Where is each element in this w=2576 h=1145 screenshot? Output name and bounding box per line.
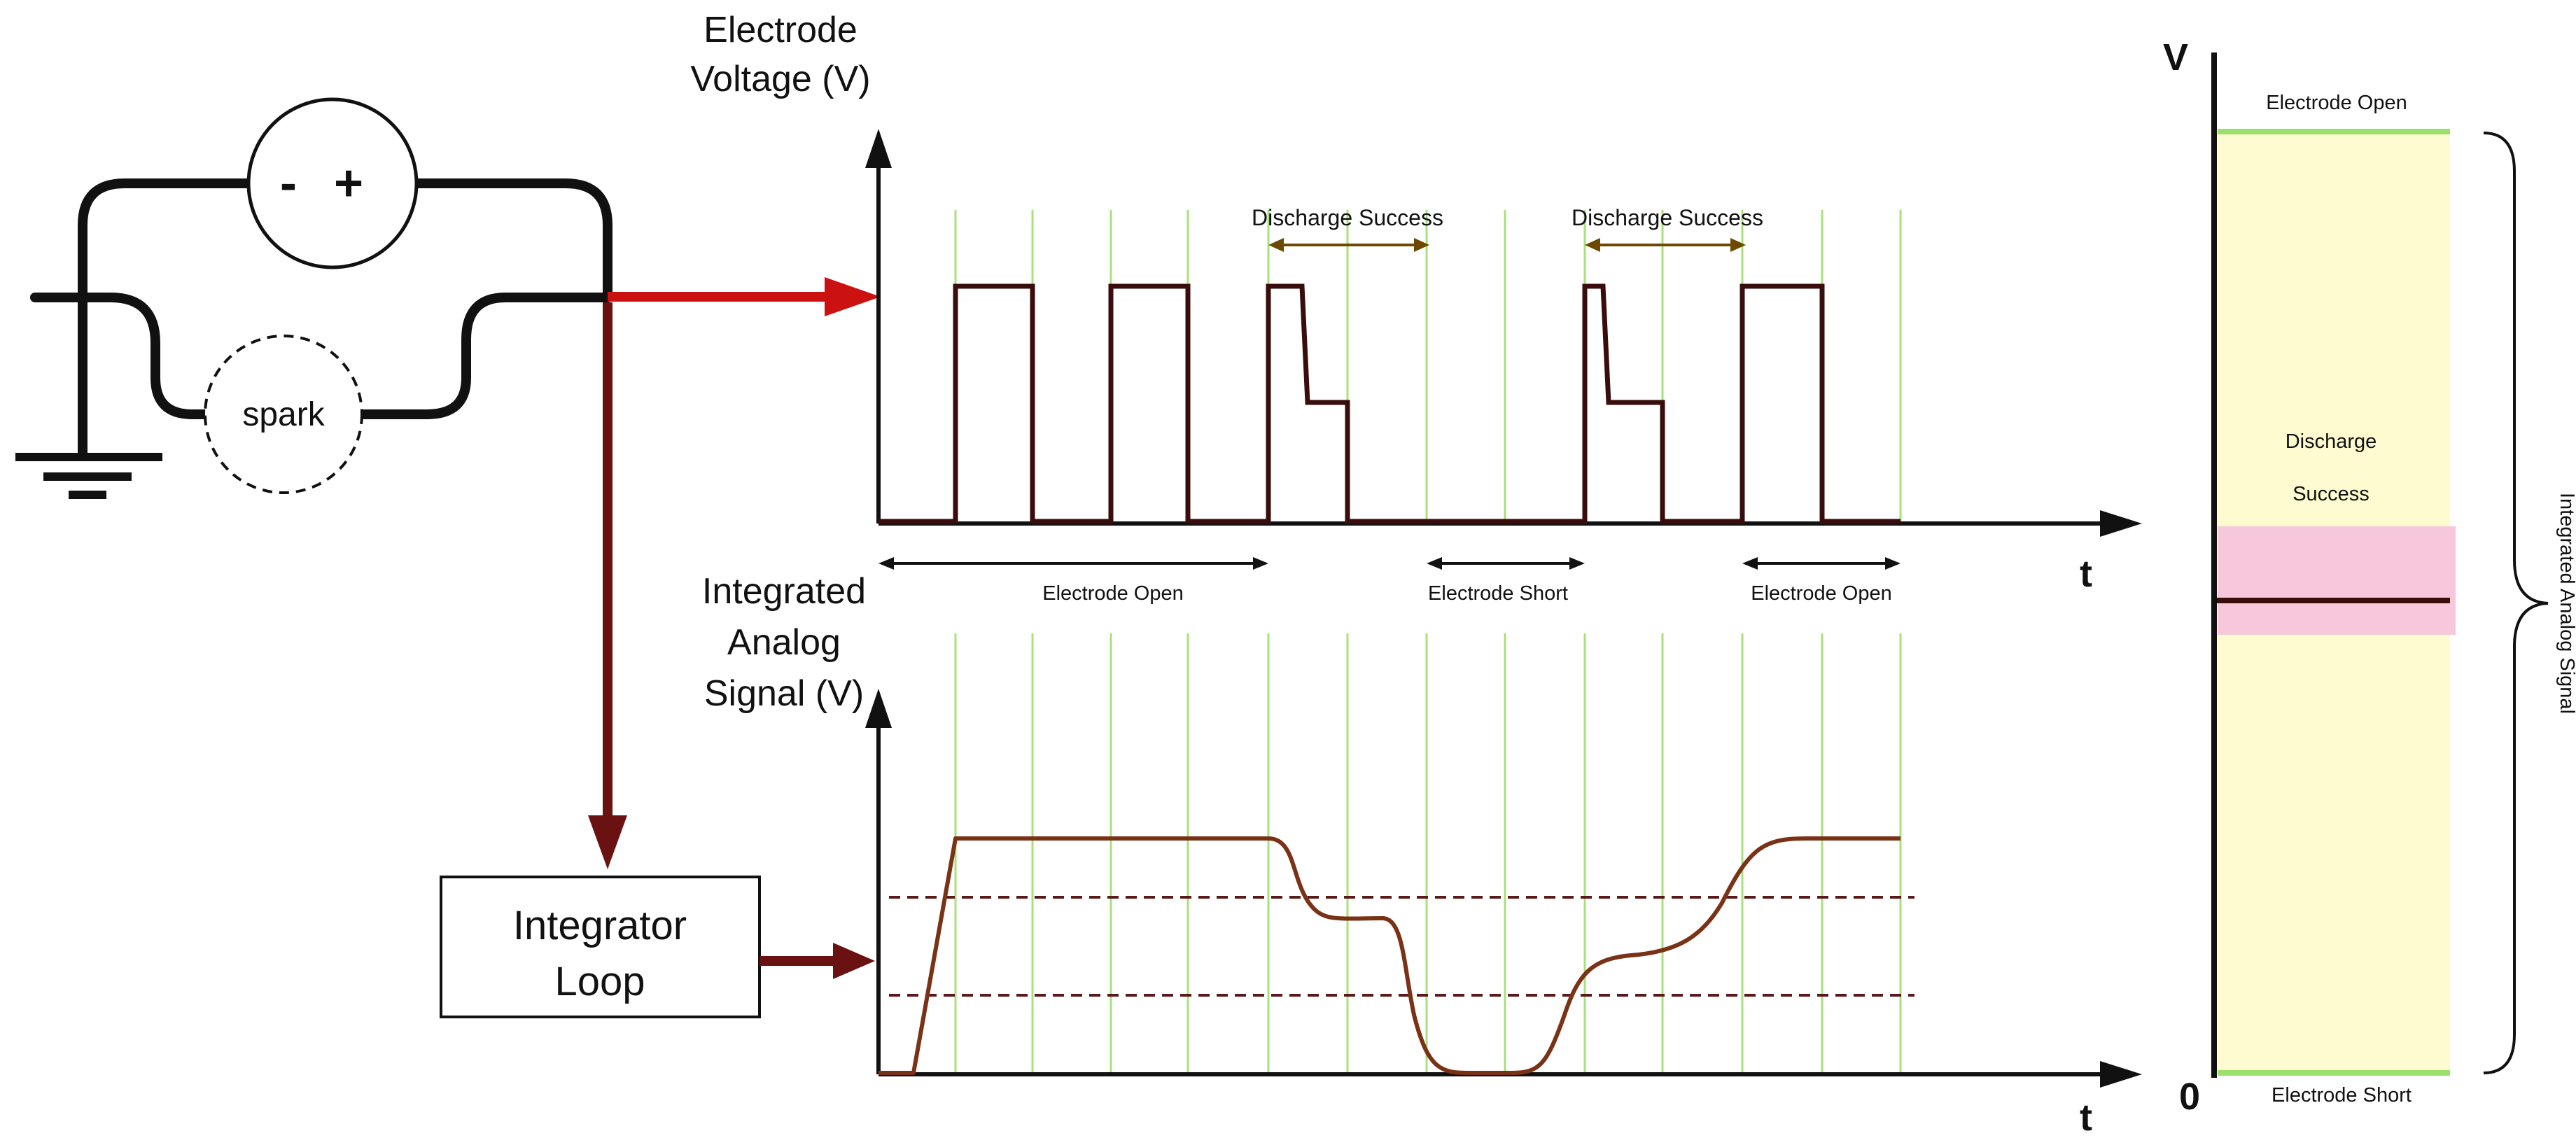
top-y-axis-arrow: [865, 129, 892, 168]
bottom-ylabel-line1: Integrated: [702, 571, 866, 612]
integrator-loop-box: [440, 876, 761, 1018]
discharge-success-span-2: [1585, 238, 1746, 252]
integrator-label-line1: Integrator: [513, 903, 687, 948]
discharge-success-span-1: [1268, 238, 1429, 252]
top-x-label: t: [2080, 553, 2092, 595]
electrode-short-span: [1427, 557, 1585, 570]
electrode-short-label: Electrode Short: [1428, 582, 1568, 605]
battery-plus: +: [334, 155, 363, 211]
ground-symbol: [15, 453, 162, 499]
bottom-y-axis-arrow: [865, 689, 892, 728]
bottom-gridlines: [954, 633, 1902, 1074]
electrode-voltage-waveform: [878, 283, 1900, 524]
integrator-feed-arrow-head: [588, 815, 627, 869]
electrode-open-span-2: [1742, 557, 1900, 570]
top-x-axis-arrow: [2100, 510, 2142, 537]
right-discharge-label-line2: Success: [2292, 483, 2370, 505]
integrator-label-line2: Loop: [554, 959, 645, 1004]
battery-symbol: [246, 97, 419, 269]
top-ylabel-line1: Electrode: [704, 10, 858, 50]
discharge-success-label-2: Discharge Success: [1572, 205, 1763, 230]
integrator-output-arrow-head: [833, 943, 875, 979]
spark-label: spark: [242, 396, 325, 433]
right-discharge-label-line1: Discharge: [2286, 430, 2377, 453]
bottom-x-axis-arrow: [2100, 1061, 2142, 1088]
bottom-ylabel-line3: Signal (V): [704, 673, 864, 714]
electrode-open-label-1: Electrode Open: [1042, 582, 1184, 605]
right-zero-label: 0: [2179, 1076, 2200, 1118]
bottom-ylabel-line2: Analog: [727, 622, 841, 663]
discharge-success-label-1: Discharge Success: [1252, 205, 1443, 230]
top-gridlines: [954, 210, 1902, 524]
right-v-label: V: [2163, 36, 2188, 78]
right-short-label: Electrode Short: [2272, 1084, 2412, 1107]
right-open-label: Electrode Open: [2266, 92, 2407, 114]
right-brace: [2483, 132, 2549, 1074]
spark-wire: [30, 293, 612, 419]
discharge-success-band: [2218, 526, 2456, 635]
integrated-analog-signal-curve: [878, 836, 1900, 1075]
spark-gap-symbol: [204, 335, 363, 494]
electrode-open-label-2: Electrode Open: [1751, 582, 1892, 605]
right-brace-label: Integrated Analog Signal: [2556, 493, 2576, 714]
electrode-open-span-1: [878, 557, 1268, 570]
top-ylabel-line2: Voltage (V): [690, 59, 870, 99]
circuit: [30, 178, 612, 460]
bottom-x-label: t: [2080, 1097, 2092, 1139]
battery-minus: -: [280, 155, 297, 211]
voltage-signal-arrow-head: [825, 277, 881, 316]
battery-wire: [78, 178, 612, 302]
